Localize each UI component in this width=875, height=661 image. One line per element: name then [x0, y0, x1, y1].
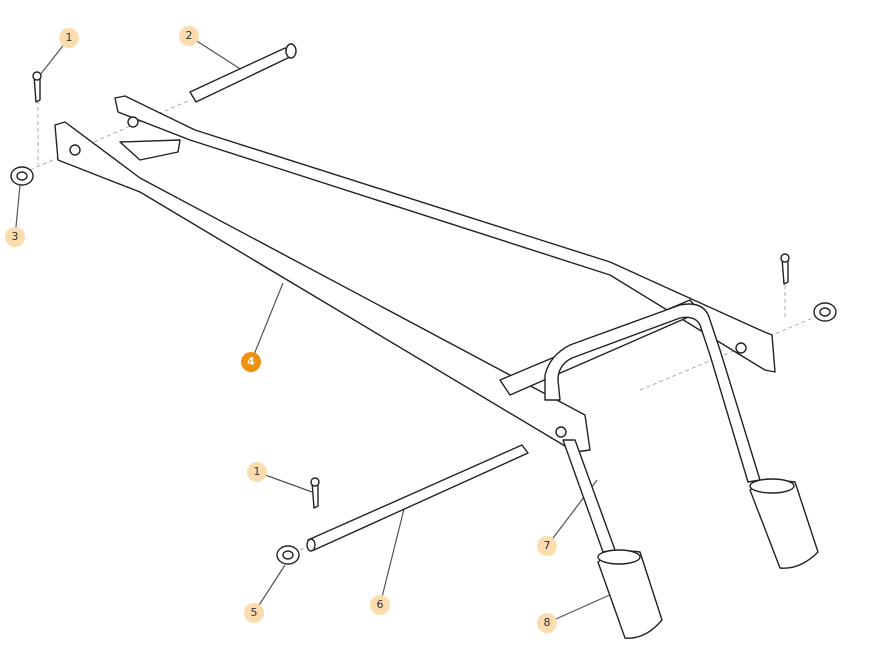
- callout-1-bottom[interactable]: 1: [247, 462, 267, 482]
- callout-8[interactable]: 8: [537, 613, 557, 633]
- pin-6: [306, 444, 529, 552]
- callout-7[interactable]: 7: [537, 536, 557, 556]
- callout-6[interactable]: 6: [370, 595, 390, 615]
- callout-3[interactable]: 3: [5, 227, 25, 247]
- pin-2: [189, 43, 297, 103]
- callout-5[interactable]: 5: [244, 603, 264, 623]
- callout-4-active[interactable]: 4: [241, 352, 261, 372]
- cotter-pins: [32, 71, 790, 509]
- callout-2[interactable]: 2: [179, 26, 199, 46]
- washers: [10, 166, 837, 565]
- foot-cylinders: [597, 478, 819, 639]
- callout-1-top[interactable]: 1: [59, 28, 79, 48]
- frame-arm: [54, 95, 776, 453]
- axis-lines: [29, 99, 821, 551]
